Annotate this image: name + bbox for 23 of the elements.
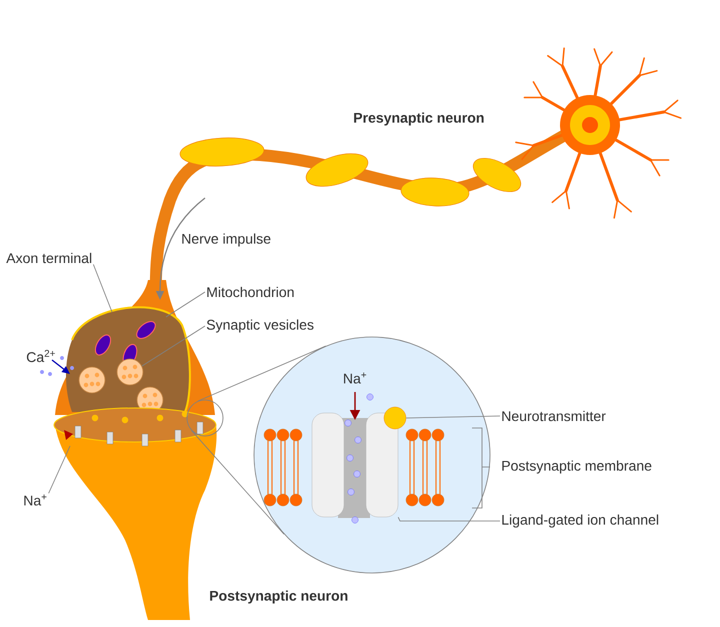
zoom-line bbox=[197, 346, 326, 402]
callout-label: Synaptic vesicles bbox=[206, 319, 314, 333]
ion-label: Ca$^{2+}$ bbox=[26, 350, 55, 362]
leader-line bbox=[398, 516, 500, 522]
leader-line bbox=[142, 326, 206, 366]
leader-line bbox=[92, 264, 112, 312]
highlight-circle bbox=[186, 400, 224, 436]
zoom-line bbox=[190, 430, 284, 535]
leader-line bbox=[166, 292, 206, 318]
leader-line bbox=[406, 416, 500, 418]
ion-channel-drawing bbox=[264, 392, 444, 524]
ion-label: Na$^{+}$ bbox=[344, 372, 366, 384]
plain-label: Postsynaptic neuron bbox=[210, 590, 348, 604]
callout-label: Axon terminal bbox=[6, 252, 92, 264]
plain-label: Nerve impulse bbox=[182, 233, 270, 247]
neurotransmitter-ball bbox=[384, 406, 406, 430]
leader-line bbox=[48, 446, 70, 494]
plain-label: Postsynaptic membrane bbox=[502, 460, 652, 474]
plain-label: Presynaptic neuron bbox=[354, 112, 484, 126]
callout-label: Mitochondrion bbox=[207, 286, 294, 298]
callout-label: Ligand-gated ion channel bbox=[502, 514, 658, 528]
callout-label: Na$^{+}$ bbox=[24, 494, 46, 506]
callout-label: Neurotransmitter bbox=[502, 410, 606, 422]
